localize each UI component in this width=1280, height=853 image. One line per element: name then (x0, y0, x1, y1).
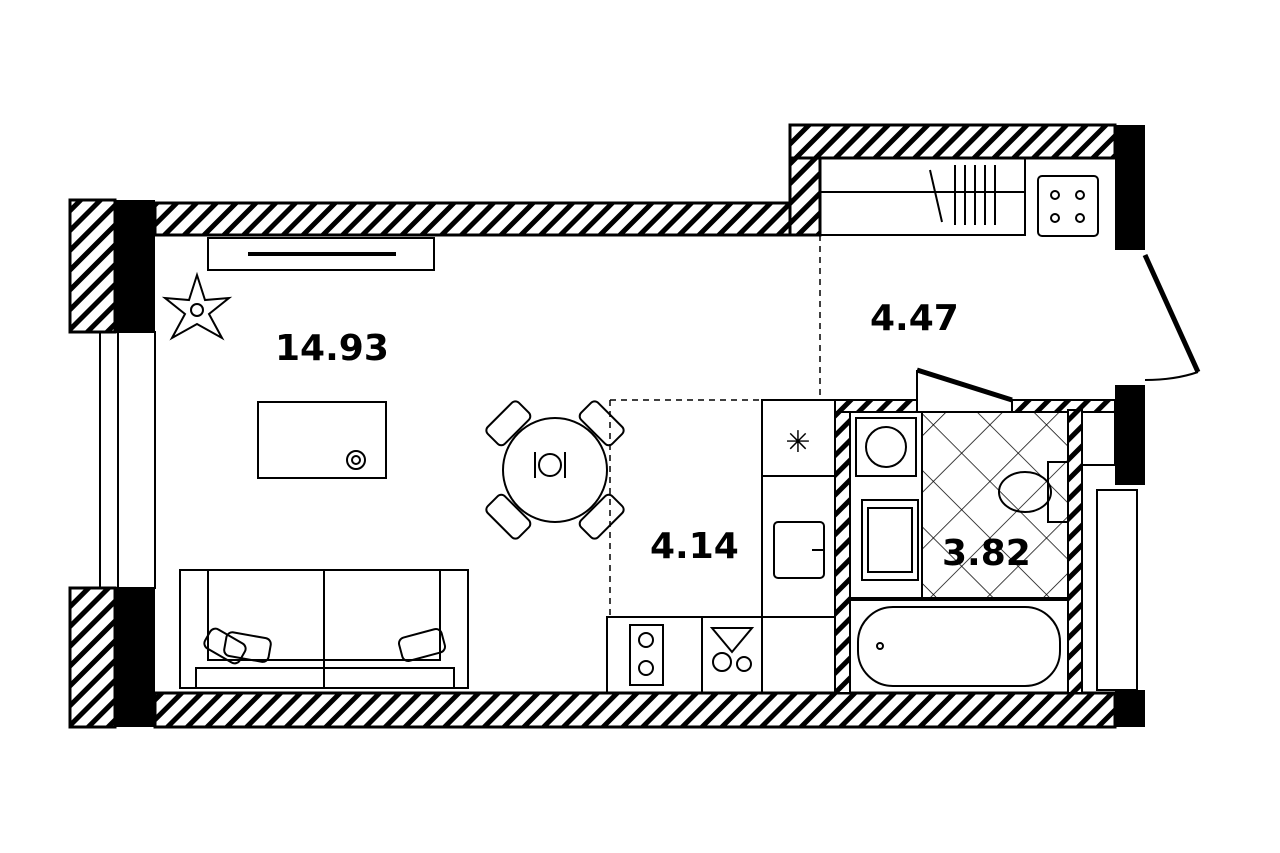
window (99, 331, 156, 589)
room-area-hallway: 4.47 (870, 298, 959, 339)
wardrobe (819, 157, 1099, 237)
plant-icon (161, 271, 233, 341)
dining-table (485, 400, 625, 540)
coffee-table (257, 401, 387, 479)
kitchen-units: ✳ (606, 399, 836, 694)
washbasin-icon (861, 499, 919, 581)
room-area-bathroom: 3.82 (942, 533, 1031, 574)
entrance-door[interactable] (1142, 253, 1201, 381)
stove-icon (629, 624, 664, 686)
washing-machine-icon (855, 417, 917, 477)
sofa (179, 569, 469, 689)
dishwasher-icon (709, 627, 755, 672)
window-right (1096, 489, 1138, 691)
bathroom-fixtures (849, 411, 1069, 694)
bathtub-icon (849, 599, 1069, 694)
tv-stand (207, 237, 435, 271)
toilet-icon (998, 461, 1069, 523)
room-area-kitchen: 4.14 (650, 526, 739, 567)
room-area-living: 14.93 (275, 328, 389, 369)
fridge-icon: ✳ (785, 425, 810, 460)
bathroom-door[interactable] (916, 367, 1013, 403)
